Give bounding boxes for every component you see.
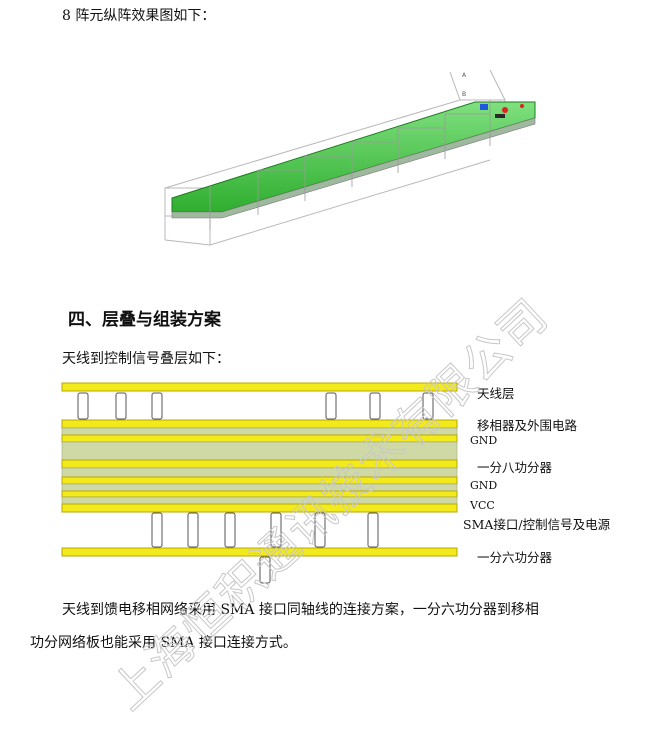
caption-8-array: 8 阵元纵阵效果图如下： [62,8,216,24]
stackup-intro: 天线到控制信号叠层如下： [62,351,230,367]
label-divider-6: 一分六功分器 [477,550,553,565]
svg-text:A: A [462,72,467,79]
label-antenna-layer: 天线层 [477,386,515,401]
label-vcc: VCC [470,499,495,512]
section-title: 四、层叠与组装方案 [68,310,221,330]
layer-vcc-bar [61,490,458,498]
label-gnd-2: GND [470,479,498,492]
layer-gnd2-bar [61,476,458,485]
svg-text:B: B [462,91,466,98]
layer-phase-shifter-bar [61,419,458,429]
label-phase-shifter: 移相器及外围电路 [477,418,578,433]
layer-divider6-bar [61,547,458,557]
layer-divider8-bar [61,459,458,469]
paragraph-line-1: 天线到馈电移相网络采用 SMA 接口同轴线的连接方案，一分六功分器到移相 [62,602,539,618]
label-divider-8: 一分八功分器 [477,460,553,475]
layer-antenna-bar [61,382,458,392]
label-sma-control: SMA接口/控制信号及电源 [463,517,611,532]
stackup-diagram [61,382,458,584]
layer-gnd1-bar [61,434,458,443]
label-gnd-1: GND [470,434,498,447]
array-3d-render: A B [164,69,536,246]
layer-sma-bar [61,503,458,513]
paragraph-line-2: 功分网络板也能采用 SMA 接口连接方式。 [30,635,297,651]
